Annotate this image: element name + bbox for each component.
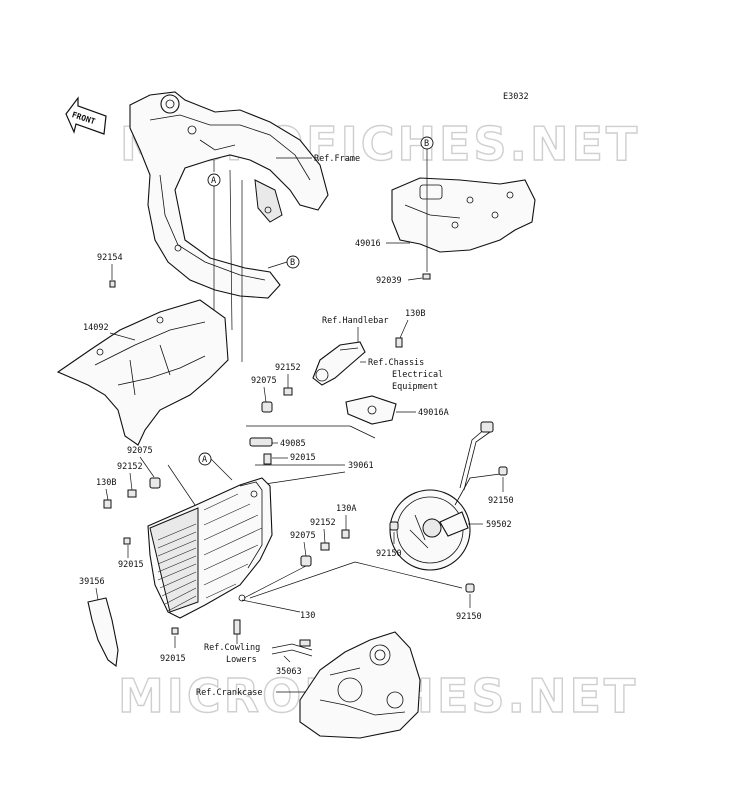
ref-frame: Ref.Frame bbox=[314, 154, 360, 164]
callout-b-bracket: B bbox=[424, 139, 429, 149]
ref-cowling-1: Ref.Cowling bbox=[204, 643, 260, 653]
part-92075-mid: 92075 bbox=[290, 531, 316, 541]
bracket-49016-part bbox=[391, 177, 536, 253]
part-49016: 49016 bbox=[355, 239, 381, 249]
crankcase-part bbox=[299, 631, 421, 739]
part-35063: 35063 bbox=[276, 667, 302, 677]
part-92015-left: 92015 bbox=[118, 560, 144, 570]
part-92039: 92039 bbox=[376, 276, 402, 286]
part-92075-left: 92075 bbox=[127, 446, 153, 456]
radiator-cap-part bbox=[249, 437, 273, 447]
ref-chassis-3: Equipment bbox=[392, 382, 438, 392]
part-92152-left: 92152 bbox=[117, 462, 143, 472]
front-arrow-icon: FRONT bbox=[65, 96, 107, 135]
ref-chassis-2: Electrical bbox=[392, 370, 443, 380]
part-92152-mid: 92152 bbox=[310, 518, 336, 528]
part-92015-top: 92015 bbox=[290, 453, 316, 463]
part-92150-top: 92150 bbox=[488, 496, 514, 506]
part-92015-bot: 92015 bbox=[160, 654, 186, 664]
part-92075-top: 92075 bbox=[251, 376, 277, 386]
part-92150-bot: 92150 bbox=[456, 612, 482, 622]
ref-crankcase: Ref.Crankcase bbox=[196, 688, 263, 698]
frame-part bbox=[129, 91, 329, 299]
part-130B-top: 130B bbox=[405, 309, 425, 319]
part-130B-left: 130B bbox=[96, 478, 116, 488]
diagram-code: E3032 bbox=[503, 92, 529, 102]
ref-handlebar: Ref.Handlebar bbox=[322, 316, 389, 326]
part-130: 130 bbox=[300, 611, 315, 621]
part-92150-mid: 92150 bbox=[376, 549, 402, 559]
part-14092: 14092 bbox=[83, 323, 109, 333]
fan-part bbox=[389, 421, 501, 571]
part-59502: 59502 bbox=[486, 520, 512, 530]
part-92152-top: 92152 bbox=[275, 363, 301, 373]
shroud-part bbox=[56, 299, 229, 446]
radiator-part bbox=[147, 477, 273, 619]
ref-chassis-1: Ref.Chassis bbox=[368, 358, 424, 368]
guard-39156-part bbox=[87, 597, 119, 668]
ref-cowling-2: Lowers bbox=[226, 655, 257, 665]
callout-a-top: A bbox=[211, 176, 216, 186]
callout-b-frame: B bbox=[290, 258, 295, 268]
part-39156: 39156 bbox=[79, 577, 105, 587]
callout-a-radiator: A bbox=[202, 455, 207, 465]
part-49016A: 49016A bbox=[418, 408, 449, 418]
plate-49016A-part bbox=[345, 395, 397, 425]
horn-part bbox=[312, 341, 366, 386]
part-49085: 49085 bbox=[280, 439, 306, 449]
part-92154: 92154 bbox=[97, 253, 123, 263]
part-130A: 130A bbox=[336, 504, 356, 514]
part-39061: 39061 bbox=[348, 461, 374, 471]
